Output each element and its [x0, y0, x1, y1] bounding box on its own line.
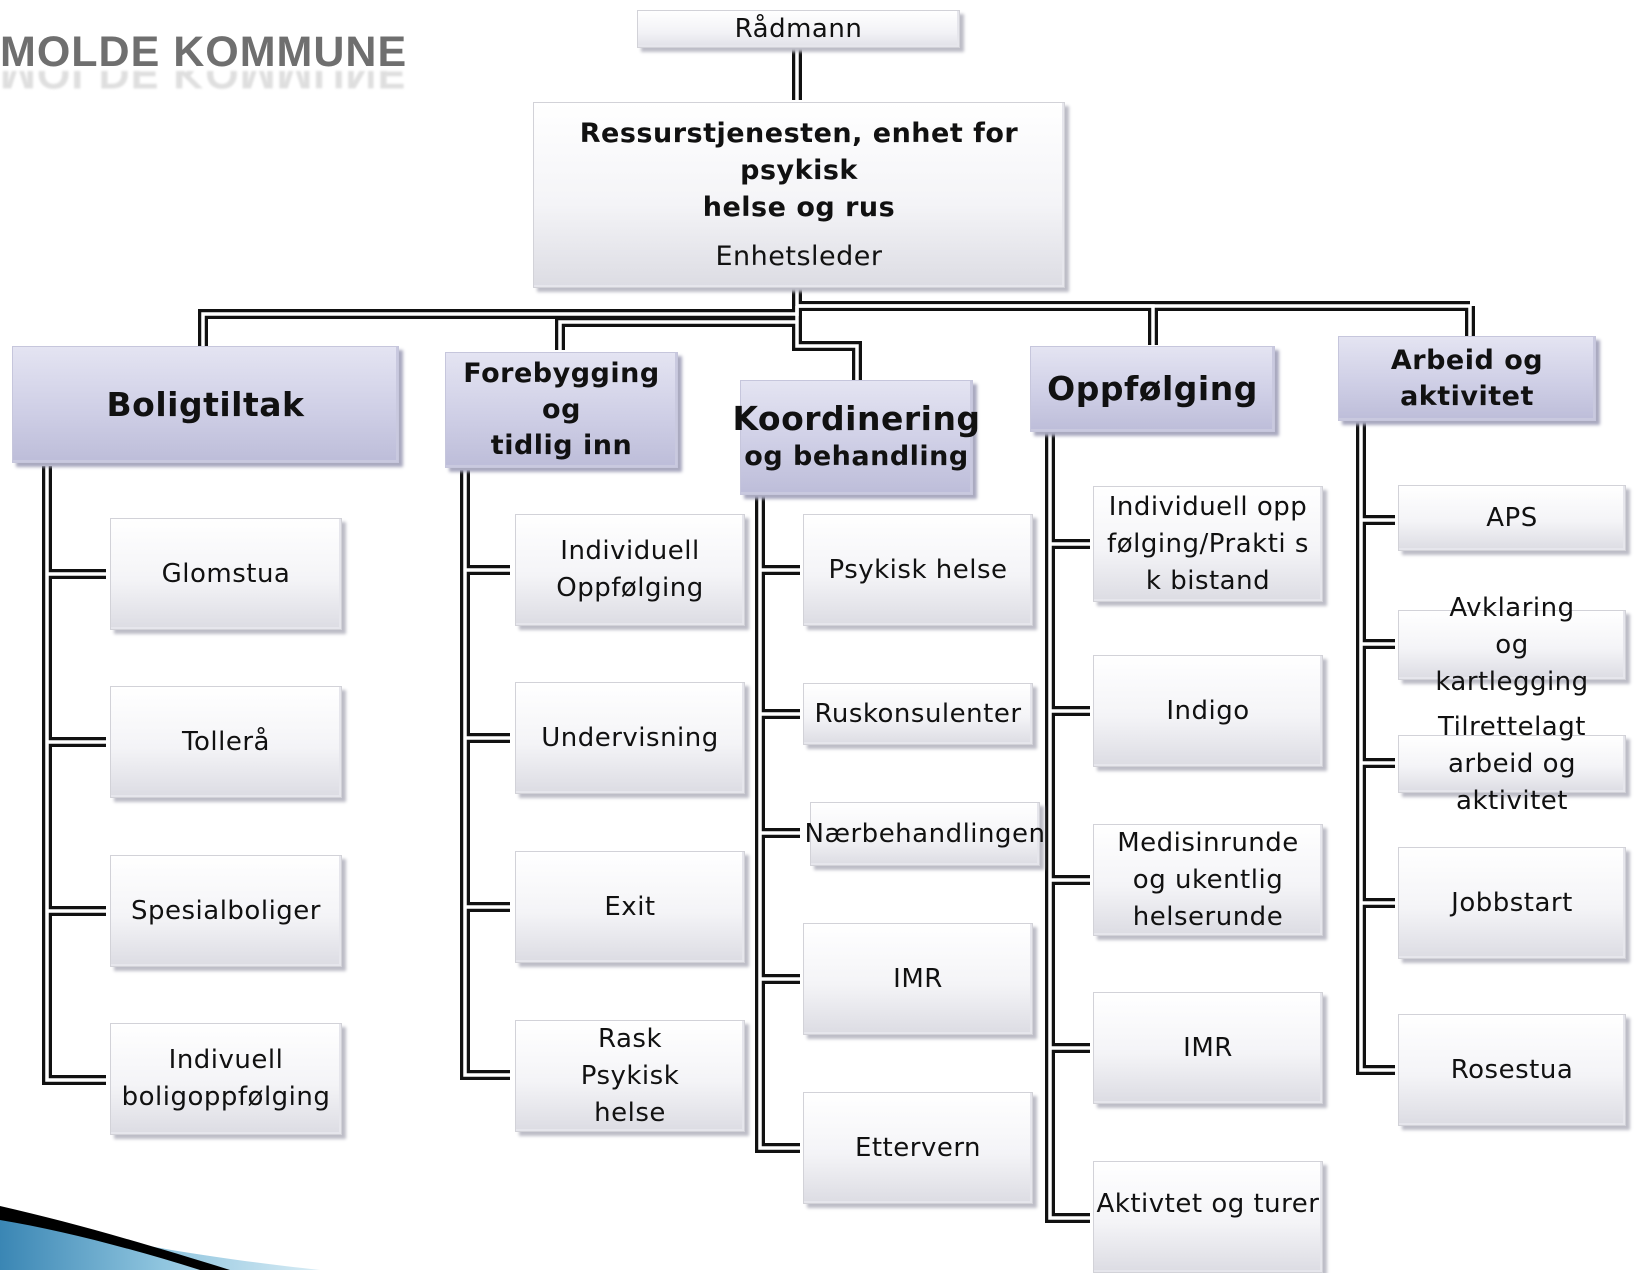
- item-label: Aktivtet og turer: [1096, 1189, 1320, 1219]
- unit-box: Ressurstjenesten, enhet for psykisk hels…: [533, 102, 1065, 288]
- item-box: Individuell oppfølging/Prakti sk bistand: [1093, 486, 1323, 602]
- item-box: Glomstua: [110, 518, 342, 630]
- item-box: Ruskonsulenter: [803, 683, 1033, 745]
- item-label: IMR: [1183, 1032, 1233, 1063]
- dept-header-label: Boligtiltak: [106, 384, 305, 424]
- item-label: Individuell Oppfølging: [556, 536, 704, 603]
- item-box: Nærbehandlingen: [805, 802, 1045, 866]
- item-box: Avklaring og kartlegging: [1398, 593, 1626, 697]
- item-box: Tollerå: [110, 686, 342, 798]
- dept-header-label: Koordinering: [732, 398, 981, 438]
- corner-swoosh-decoration: [0, 1206, 320, 1270]
- item-box: Individuell Oppfølging: [515, 514, 745, 626]
- item-label: Ruskonsulenter: [814, 698, 1022, 729]
- item-box: IMR: [1093, 992, 1323, 1104]
- item-box: Aktivtet og turer: [1093, 1161, 1323, 1273]
- dept-header-forebygging: Forebygging og tidlig inn: [445, 352, 678, 468]
- unit-subtitle: Enhetsleder: [715, 241, 883, 272]
- item-label: Medisinrunde og ukentlig helserunde: [1117, 827, 1299, 932]
- item-box: Ettervern: [803, 1092, 1033, 1204]
- dept-header-arbeid: Arbeid og aktivitet: [1338, 336, 1596, 421]
- item-box: Jobbstart: [1398, 847, 1626, 959]
- item-label: Jobbstart: [1451, 887, 1573, 918]
- item-label: Undervisning: [541, 722, 719, 753]
- item-label: Spesialboliger: [131, 895, 321, 926]
- radmann-box: Rådmann: [637, 10, 960, 48]
- logo-text: MOLDE KOMMUNE: [0, 28, 408, 76]
- item-box: Indivuell boligoppfølging: [110, 1023, 342, 1135]
- item-box: Indigo: [1093, 655, 1323, 767]
- item-label: APS: [1486, 502, 1538, 533]
- dept-header-label: og behandling: [744, 440, 969, 472]
- item-box: Tilrettelagt arbeid og aktivitet: [1398, 712, 1626, 816]
- item-label: Indivuell boligoppfølging: [121, 1045, 331, 1112]
- dept-header-label: Oppfølging: [1047, 369, 1258, 408]
- dept-header-label: Arbeid og aktivitet: [1390, 344, 1544, 412]
- dept-header-koordinering: Koordinering og behandling: [732, 380, 980, 495]
- molde-kommune-logo: MOLDE KOMMUNE MOLDE KOMMUNE: [0, 28, 410, 98]
- dept-header-boligtiltak: Boligtiltak: [12, 346, 399, 463]
- item-label: Psykisk helse: [828, 554, 1008, 585]
- item-box: APS: [1398, 485, 1626, 551]
- item-box: Spesialboliger: [110, 855, 342, 967]
- radmann-label: Rådmann: [734, 13, 863, 44]
- item-label: Individuell oppfølging/Prakti sk bistand: [1107, 491, 1309, 596]
- dept-header-label: Forebygging og: [463, 358, 660, 425]
- item-box: Rosestua: [1398, 1014, 1626, 1126]
- dept-header-label: tidlig inn: [490, 430, 633, 461]
- item-box: Undervisning: [515, 682, 745, 794]
- item-label: Avklaring og kartlegging: [1435, 592, 1589, 697]
- item-label: Nærbehandlingen: [804, 818, 1046, 849]
- dept-header-oppfolging: Oppfølging: [1030, 346, 1275, 432]
- item-label: Ettervern: [854, 1132, 982, 1163]
- item-label: Exit: [604, 891, 656, 922]
- item-label: Indigo: [1166, 695, 1250, 726]
- item-label: IMR: [893, 963, 943, 994]
- item-label: Tilrettelagt arbeid og aktivitet: [1438, 711, 1586, 816]
- item-label: Tollerå: [182, 726, 270, 757]
- item-label: Rosestua: [1450, 1054, 1574, 1085]
- item-label: Rask Psykisk helse: [580, 1023, 680, 1128]
- item-box: Exit: [515, 851, 745, 963]
- unit-title-line2: helse og rus: [702, 192, 896, 223]
- item-box: IMR: [803, 923, 1033, 1035]
- item-box: Rask Psykisk helse: [515, 1020, 745, 1132]
- item-box: Psykisk helse: [803, 514, 1033, 626]
- item-label: Glomstua: [161, 558, 291, 589]
- item-box: Medisinrunde og ukentlig helserunde: [1093, 824, 1323, 936]
- unit-title-line1: Ressurstjenesten, enhet for psykisk: [579, 118, 1019, 186]
